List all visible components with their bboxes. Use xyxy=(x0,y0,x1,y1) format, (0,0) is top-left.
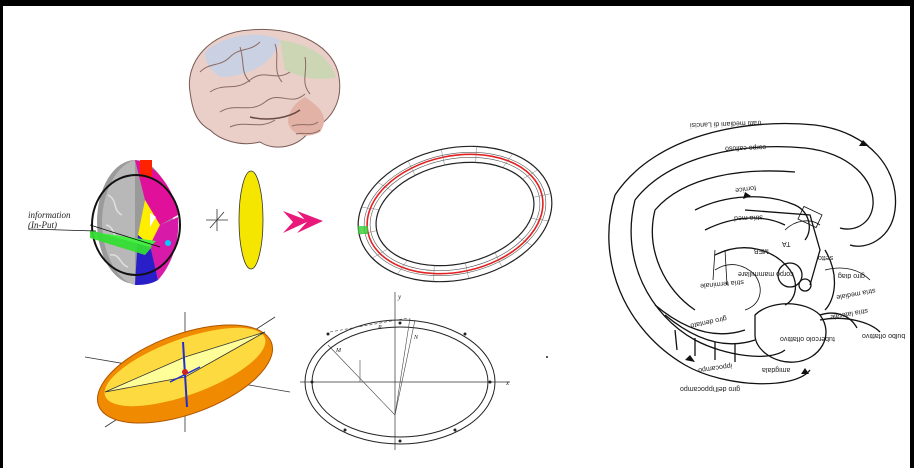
label-mfb: MFB xyxy=(754,247,769,254)
label-corpo-mammillare: corpo mammillare xyxy=(738,270,794,277)
ellipse-m-label: M xyxy=(336,346,341,356)
label-giro-ippocampo: giro dell'ippocampo xyxy=(680,385,740,392)
axis-y-label: y xyxy=(398,292,401,302)
pink-arrow-icon xyxy=(283,209,325,235)
label-setto: setto xyxy=(818,254,833,261)
stray-dot xyxy=(544,354,550,360)
ellipse-geometry-diagram xyxy=(300,290,515,450)
yellow-ellipse xyxy=(236,168,266,272)
label-bulbo-olfattivo: bulbo olfattivo xyxy=(862,332,905,339)
brain-illustration xyxy=(180,22,350,157)
label-amigdala: amigdala xyxy=(762,366,790,373)
torus-wireframe xyxy=(350,138,560,290)
ellipse-r-label: R xyxy=(378,323,382,333)
label-tubercolo-olfattivo: tubercolo olfattivo xyxy=(780,335,835,342)
information-label: information xyxy=(28,210,71,220)
orange-ellipsoid xyxy=(85,312,290,432)
label-stria-med: stria med xyxy=(734,213,763,221)
axes-glyph xyxy=(202,205,232,235)
ellipse-n-label: N xyxy=(414,333,418,343)
label-ta: TA xyxy=(782,240,790,247)
input-pointer-line xyxy=(28,225,98,235)
label-giro-diag: giro diag xyxy=(838,272,865,279)
label-corpo-calloso: corpo calloso xyxy=(725,143,766,151)
axis-x-label: x xyxy=(506,378,509,388)
brain-section-diagram xyxy=(90,155,200,290)
